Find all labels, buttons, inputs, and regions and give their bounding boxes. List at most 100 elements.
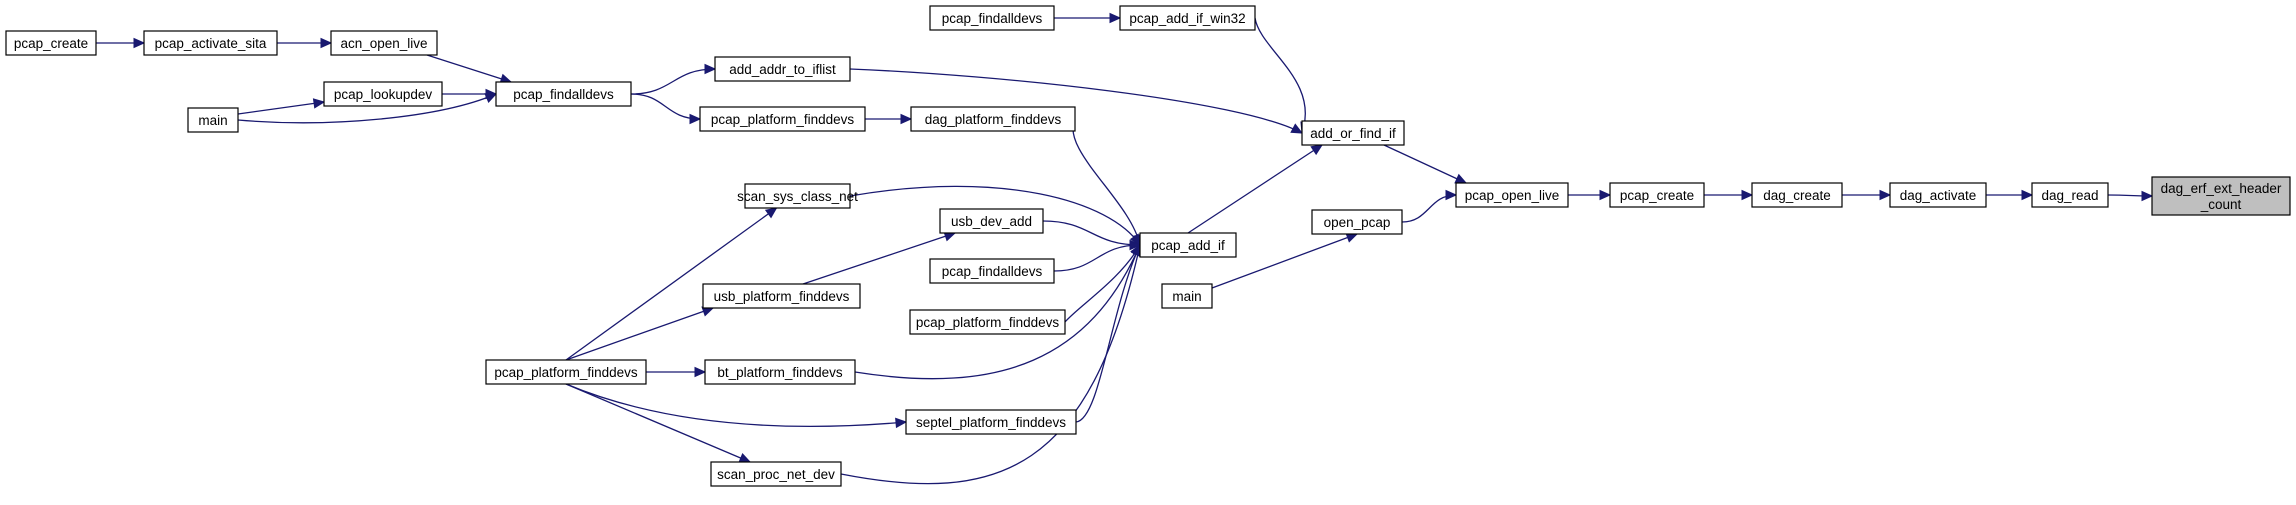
node-add-addr-to-iflist[interactable]: add_addr_to_iflist <box>714 56 851 82</box>
arrowhead <box>2141 190 2154 202</box>
arrowhead <box>485 88 498 100</box>
node-box <box>187 107 239 133</box>
node-usb-dev-add[interactable]: usb_dev_add <box>939 208 1044 234</box>
node-box <box>323 81 443 107</box>
node-pcap-add-if-win32[interactable]: pcap_add_if_win32 <box>1119 5 1256 31</box>
node-dag-activate[interactable]: dag_activate <box>1889 182 1987 208</box>
node-label: pcap_create <box>1620 188 1694 203</box>
node-box <box>1119 5 1256 31</box>
node-label: add_or_find_if <box>1310 126 1396 141</box>
node-scan-proc-net-dev[interactable]: scan_proc_net_dev <box>710 461 842 487</box>
node-label: pcap_create <box>14 36 88 51</box>
node-pcap-findalldevs-b[interactable]: pcap_findalldevs <box>929 5 1055 31</box>
node-pcap-add-if[interactable]: pcap_add_if <box>1139 232 1237 258</box>
arrowhead <box>900 113 913 125</box>
node-bt-platform-finddevs[interactable]: bt_platform_finddevs <box>704 359 856 385</box>
nodes-layer: pcap_create pcap_activate_sita acn_open_li… <box>5 5 2291 487</box>
arrowhead <box>689 113 702 125</box>
node-label: dag_read <box>2041 188 2098 203</box>
arrowhead <box>1454 173 1468 184</box>
node-pcap-activate-sita[interactable]: pcap_activate_sita <box>143 30 278 56</box>
node-pcap-open-live[interactable]: pcap_open_live <box>1455 182 1569 208</box>
arrowhead <box>1599 189 1612 201</box>
node-pcap-platform-finddevs-a[interactable]: pcap_platform_finddevs <box>699 106 866 132</box>
arrowhead <box>133 37 146 49</box>
node-dag-create[interactable]: dag_create <box>1751 182 1843 208</box>
node-box <box>710 461 842 487</box>
node-box <box>5 30 97 56</box>
edge-pcap-platform-finddevs-c-to-usb-platform-finddevs <box>565 307 714 361</box>
arrowhead <box>1445 189 1458 201</box>
node-label: scan_proc_net_dev <box>717 467 835 482</box>
node-label: main <box>198 113 227 128</box>
node-label: septel_platform_finddevs <box>916 415 1066 430</box>
node-box <box>744 183 851 209</box>
node-label: dag_erf_ext_header <box>2161 181 2282 196</box>
edge-pcap-add-if-to-add-or-find-if <box>1187 144 1323 234</box>
edge-pcap-add-if-win32-to-add-or-find-if <box>1254 17 1306 134</box>
arrowhead <box>738 453 752 463</box>
node-label: add_addr_to_iflist <box>729 62 836 77</box>
node-main-b[interactable]: main <box>1161 283 1213 309</box>
node-label: dag_create <box>1763 188 1831 203</box>
arrowhead <box>895 417 908 429</box>
node-septel-platform-finddevs[interactable]: septel_platform_finddevs <box>905 409 1077 435</box>
edge-main-b-to-open-pcap <box>1211 233 1358 289</box>
node-pcap-findalldevs-a[interactable]: pcap_findalldevs <box>495 81 632 107</box>
edge-usb-dev-add-to-pcap-add-if <box>1042 220 1141 246</box>
node-dag-platform-finddevs[interactable]: dag_platform_finddevs <box>910 106 1076 132</box>
arrowhead <box>2021 189 2034 201</box>
node-pcap-create-b[interactable]: pcap_create <box>1609 182 1705 208</box>
edge-acn-open-live-to-pcap-findalldevs-a <box>426 54 512 83</box>
node-scan-sys-class-net[interactable]: scan_sys_class_net <box>737 183 858 209</box>
edge-add-or-find-if-to-pcap-open-live <box>1383 144 1467 184</box>
node-dag-read[interactable]: dag_read <box>2031 182 2109 208</box>
node-box <box>330 30 438 56</box>
node-pcap-findalldevs-c[interactable]: pcap_findalldevs <box>929 258 1055 284</box>
node-box <box>909 309 1066 335</box>
node-box <box>1301 120 1405 146</box>
node-dag-erf-ext-header-count[interactable]: dag_erf_ext_header_count <box>2151 176 2291 216</box>
node-acn-open-live[interactable]: acn_open_live <box>330 30 438 56</box>
arrowhead <box>1310 144 1324 156</box>
node-pcap-platform-finddevs-b[interactable]: pcap_platform_finddevs <box>909 309 1066 335</box>
node-label: pcap_findalldevs <box>942 264 1043 279</box>
edge-dag-platform-finddevs-to-pcap-add-if <box>1072 118 1141 246</box>
node-label: usb_dev_add <box>951 214 1032 229</box>
node-box <box>495 81 632 107</box>
node-label: pcap_platform_finddevs <box>916 315 1060 330</box>
node-label: pcap_add_if <box>1151 238 1225 253</box>
node-box <box>2151 176 2291 216</box>
arrowhead <box>764 207 778 219</box>
arrowhead <box>1290 123 1304 134</box>
node-pcap-create-a[interactable]: pcap_create <box>5 30 97 56</box>
arrowhead <box>1109 12 1122 24</box>
arrowhead <box>1879 189 1892 201</box>
node-label: usb_platform_finddevs <box>714 289 850 304</box>
node-label: pcap_platform_finddevs <box>494 365 638 380</box>
node-box <box>929 5 1055 31</box>
node-usb-platform-finddevs[interactable]: usb_platform_finddevs <box>702 283 861 309</box>
node-box <box>2031 182 2109 208</box>
node-label: scan_sys_class_net <box>737 189 858 204</box>
node-open-pcap[interactable]: open_pcap <box>1311 209 1403 235</box>
arrowhead <box>694 366 707 378</box>
edge-main-a-to-pcap-lookupdev <box>237 101 325 115</box>
node-pcap-platform-finddevs-c[interactable]: pcap_platform_finddevs <box>485 359 647 385</box>
edge-main-a-to-pcap-findalldevs-a <box>237 93 497 124</box>
edge-usb-platform-finddevs-to-usb-dev-add <box>802 232 956 285</box>
edge-pcap-findalldevs-a-to-add-addr-to-iflist <box>630 68 716 95</box>
node-label: pcap_lookupdev <box>334 87 433 102</box>
arrowhead <box>1129 233 1141 247</box>
node-label: pcap_add_if_win32 <box>1129 11 1245 26</box>
node-box <box>1161 283 1213 309</box>
node-label: pcap_activate_sita <box>155 36 267 51</box>
node-box <box>702 283 861 309</box>
node-label: pcap_open_live <box>1465 188 1560 203</box>
node-add-or-find-if[interactable]: add_or_find_if <box>1301 120 1405 146</box>
edge-add-addr-to-iflist-to-add-or-find-if <box>849 68 1303 134</box>
edge-pcap-platform-finddevs-c-to-scan-proc-net-dev <box>565 383 751 463</box>
node-main-a[interactable]: main <box>187 107 239 133</box>
node-pcap-lookupdev[interactable]: pcap_lookupdev <box>323 81 443 107</box>
node-label: acn_open_live <box>340 36 427 51</box>
